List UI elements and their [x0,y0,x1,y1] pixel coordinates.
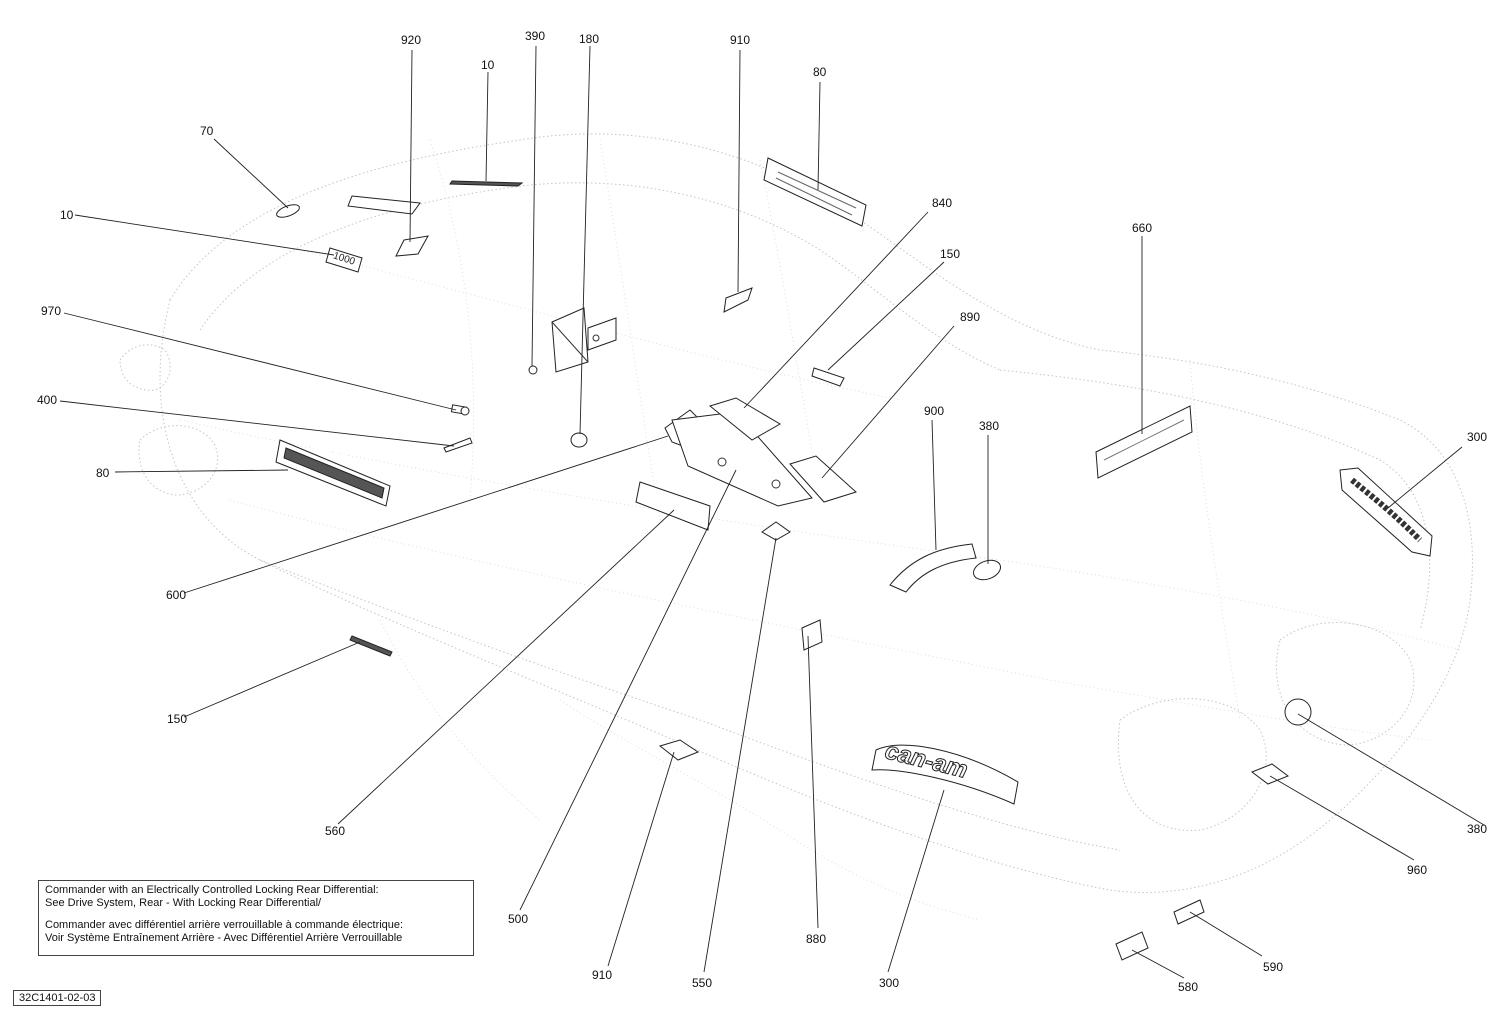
decal-380-bottom-part [1284,698,1312,726]
decal-910-top-part [723,287,753,313]
decal-920-part [347,195,421,215]
leader-lines [59,45,1485,979]
callout-80-top: 80 [813,65,827,79]
callout-600: 600 [166,588,186,602]
callout-560: 560 [325,824,345,838]
decal-300-text: can-am [882,737,970,784]
callout-970: 970 [41,304,61,318]
decal-400-part [443,437,473,453]
vehicle-ghost-outline [119,133,1473,921]
decal-300-side-part [1339,467,1433,557]
note-line-2: See Drive System, Rear - With Locking Re… [45,896,322,909]
decal-380-top-part [972,559,1002,581]
callout-380-bottom: 380 [1467,822,1487,836]
callout-920: 920 [401,33,421,47]
callout-890: 890 [960,310,980,324]
callout-150-top: 150 [940,247,960,261]
callout-390: 390 [525,29,545,43]
callout-80-side: 80 [96,466,110,480]
decal-550-part [761,521,791,541]
callout-910-bottom: 910 [592,968,612,982]
decal-150-bottom-part [349,635,393,657]
callout-380-top: 380 [979,419,999,433]
callout-500: 500 [508,912,528,926]
differential-note-box: Commander with an Electrically Controlle… [38,880,474,956]
callout-150-bottom: 150 [167,712,187,726]
decal-970-part [450,404,470,416]
note-line-3: Commander avec différentiel arrière verr… [45,919,404,931]
decal-560-part [635,481,711,531]
callout-660: 660 [1132,221,1152,235]
callout-590: 590 [1263,960,1283,974]
callout-900: 900 [924,404,944,418]
decal-10-side-part: 1000 [325,247,363,273]
decal-900-part [889,543,977,593]
decal-580-part [1115,931,1149,961]
callout-10-side: 10 [60,208,74,222]
decal-80-side-part: COMMANDER [275,435,391,507]
decal-960-part [1250,763,1290,785]
callout-300-side: 300 [1467,430,1487,444]
decal-390-part [528,365,538,375]
callout-580: 580 [1178,980,1198,994]
decal-890-part [789,455,857,503]
decal-590-part [1173,899,1205,925]
decal-390-plate-part [551,307,617,373]
diagram-reference-code: 32C1401-02-03 [13,990,102,1006]
decal-150-top-part [811,367,845,387]
decal-70-part [276,204,300,218]
decal-10-top-part [449,180,524,187]
decal-910-bottom-part [658,739,700,761]
decal-840-part [708,397,781,441]
callout-910-top: 910 [730,33,750,47]
callout-300-hood: 300 [879,976,899,990]
callout-10-top: 10 [481,58,495,72]
decal-300-hood-part: can-am [871,737,1019,805]
callout-960: 960 [1407,863,1427,877]
decal-660-part [1095,405,1193,479]
note-line-1: Commander with an Electrically Controlle… [45,884,379,896]
decal-parts: 1000 COMMANDER [275,157,1433,961]
decal-180-part [570,432,588,448]
decal-920-tab-part [395,235,429,257]
decal-880-part [801,619,823,651]
callout-180: 180 [579,32,599,46]
callout-labels: 920 390 180 10 910 80 70 10 840 150 660 … [37,29,1487,994]
decal-80-top-part [763,157,867,227]
callout-400: 400 [37,393,57,407]
note-line-4: Voir Système Entraînement Arrière - Avec… [45,931,403,944]
callout-550: 550 [692,976,712,990]
callout-880: 880 [806,932,826,946]
callout-840: 840 [932,196,952,210]
callout-70: 70 [200,124,214,138]
